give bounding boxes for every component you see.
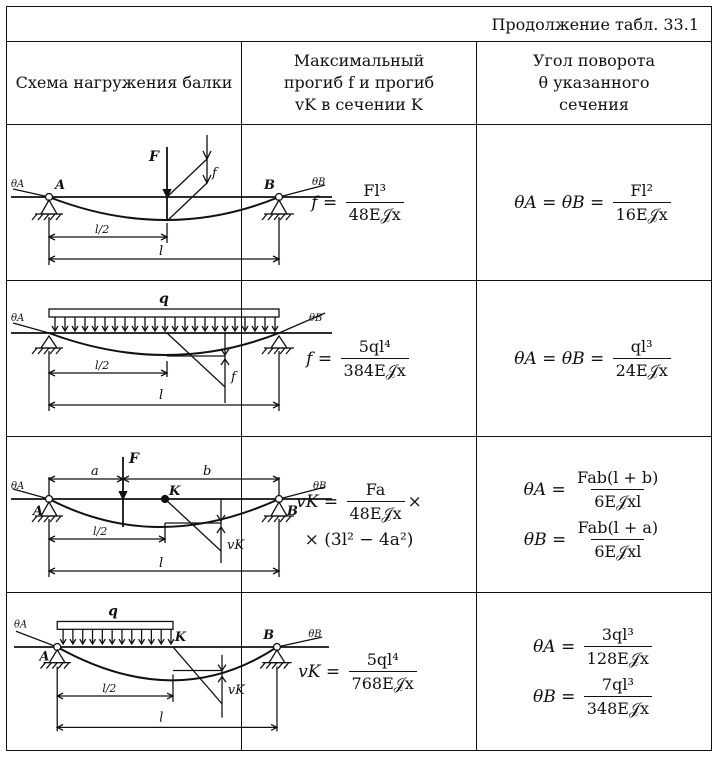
span-label: l [159, 711, 163, 726]
header-scheme: Схема нагружения балки [6, 41, 242, 125]
theta-a-label: θA [14, 619, 27, 630]
angle-formula-2: θA = θB = ql³ 24E𝒥x [477, 337, 711, 381]
support-b-label: B [286, 504, 298, 519]
theta-b-label: θB [309, 313, 322, 324]
scheme-2: q f θA θB l/2 l [6, 280, 332, 437]
theta-b-label: θB [308, 629, 321, 640]
half-span-label: l/2 [95, 359, 109, 372]
beam-table: Продолжение табл. 33.1 Схема нагружения … [6, 6, 712, 751]
beam-diagram-2: q f θA θB l/2 l [11, 291, 332, 411]
half-span-label: l/2 [102, 682, 116, 695]
table-row: q K vK A B θA θB l/2 l vK = 5ql⁴ 768E𝒥x [6, 592, 712, 751]
support-b-label: B [262, 628, 274, 643]
angle-cell-1: θA = θB = Fl² 16E𝒥x [476, 124, 712, 281]
deflection-formula-1: f = Fl³ 48E𝒥x [242, 181, 476, 225]
load-label: F [148, 149, 160, 165]
table-row: F a b K vK A B θA θB l/2 l vK = [6, 436, 712, 593]
angle-formula-4: θA = 3ql³ 128E𝒥x θB = 7ql³ 348E𝒥x [477, 625, 711, 719]
support-a-label: A [39, 650, 50, 665]
deflection-label: f [230, 370, 238, 385]
section-k-label: K [174, 630, 187, 645]
table-caption: Продолжение табл. 33.1 [6, 6, 712, 42]
table-row: F f A B θA θB l/2 l f = Fl³ 48E𝒥x [6, 124, 712, 281]
header-deflection-line1: Максимальный [293, 51, 425, 70]
deflection-label: f [211, 166, 219, 181]
dim-b-label: b [203, 464, 211, 479]
load-label: q [108, 604, 118, 620]
span-label: l [159, 556, 163, 571]
header-angle: Угол поворота θ указанного сечения [476, 41, 712, 125]
theta-a-label: θA [11, 481, 24, 492]
support-a-label: A [31, 504, 43, 519]
load-label: q [159, 291, 169, 307]
header-angle-line2: θ указанного [538, 73, 650, 92]
header-angle-line3: сечения [559, 95, 629, 114]
header-deflection-line3: vK в сечении K [295, 95, 423, 114]
deflection-formula-3: vK = Fa 48E𝒥x × × (3l² − 4a²) [296, 479, 422, 550]
deflection-formula-4: vK = 5ql⁴ 768E𝒥x [242, 650, 476, 694]
angle-cell-4: θA = 3ql³ 128E𝒥x θB = 7ql³ 348E𝒥x [476, 592, 712, 751]
theta-b-label: θB [313, 481, 326, 492]
angle-cell-2: θA = θB = ql³ 24E𝒥x [476, 280, 712, 437]
half-span-label: l/2 [95, 223, 109, 236]
header-deflection: Максимальный прогиб f и прогиб vK в сече… [241, 41, 477, 125]
scheme-4: q K vK A B θA θB l/2 l [6, 592, 329, 751]
header-deflection-line2: прогиб f и прогиб [283, 73, 435, 92]
deflection-label: vK [227, 538, 245, 553]
deflection-formula-2: f = 5ql⁴ 384E𝒥x [242, 337, 476, 381]
beam-diagram-1: F f A B θA θB l/2 l [11, 135, 332, 265]
load-label: F [128, 451, 140, 467]
half-span-label: l/2 [93, 525, 107, 538]
support-a-label: A [53, 178, 65, 193]
section-k-label: K [168, 484, 181, 499]
angle-formula-3: θA = Fab(l + b) 6E𝒥xl θB = Fab(l + a) 6E… [523, 467, 659, 561]
angle-formula-1: θA = θB = Fl² 16E𝒥x [477, 181, 711, 225]
deflection-label: vK [228, 683, 246, 698]
theta-a-label: θA [11, 313, 24, 324]
support-b-label: B [263, 178, 275, 193]
beam-diagram-4: q K vK A B θA θB l/2 l [14, 604, 329, 732]
theta-b-label: θB [312, 177, 325, 188]
theta-a-label: θA [11, 179, 24, 190]
scheme-1: F f A B θA θB l/2 l [6, 124, 332, 281]
dim-a-label: a [91, 464, 99, 479]
angle-cell-3: θA = Fab(l + b) 6E𝒥xl θB = Fab(l + a) 6E… [476, 436, 712, 593]
deflection-cell-4: vK = 5ql⁴ 768E𝒥x [241, 592, 477, 751]
span-label: l [159, 388, 163, 403]
header-angle-line1: Угол поворота [532, 51, 656, 70]
span-label: l [159, 244, 163, 259]
table-row: q f θA θB l/2 l f = 5ql⁴ 384E𝒥x [6, 280, 712, 437]
scheme-3: F a b K vK A B θA θB l/2 l [6, 436, 332, 593]
beam-diagram-3: F a b K vK A B θA θB l/2 l [11, 451, 332, 577]
table-page: Продолжение табл. 33.1 Схема нагружения … [6, 6, 712, 758]
